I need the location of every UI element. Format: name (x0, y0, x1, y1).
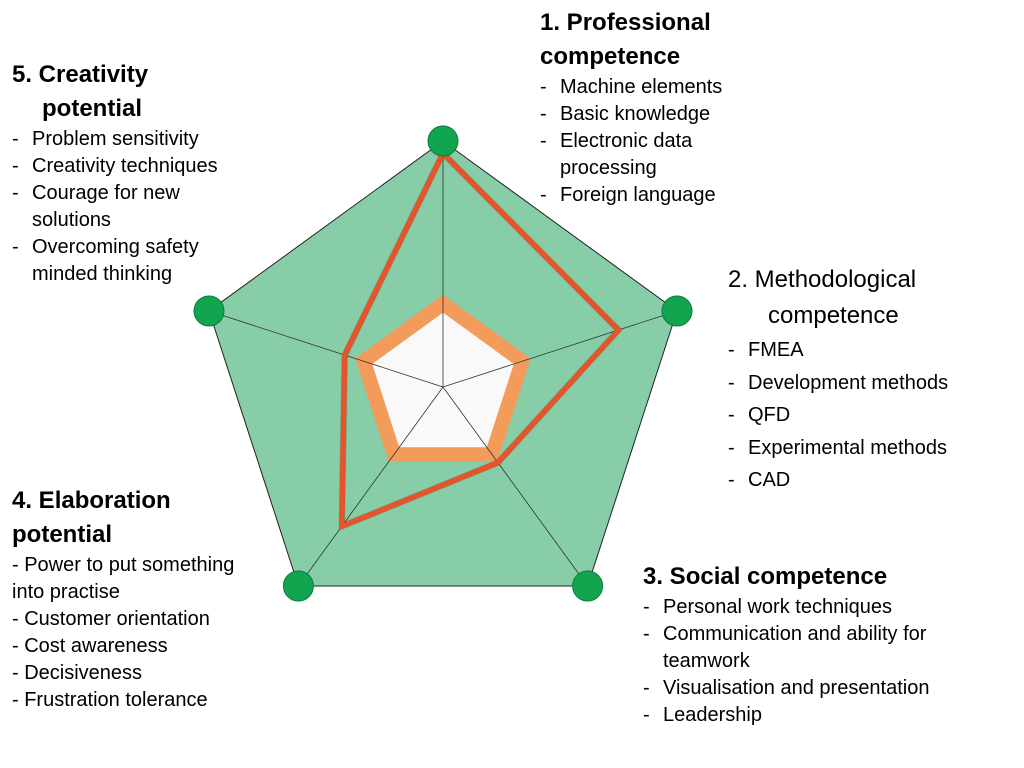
axis-nodes (193, 125, 693, 602)
axis-node (427, 125, 459, 157)
axis-label-methodological: 2. Methodological competence FMEA Develo… (728, 262, 1018, 497)
item-list: Personal work techniques Communication a… (643, 594, 983, 729)
list-item: Courage for new solutions (12, 180, 212, 234)
axis-spoke (442, 386, 588, 587)
axis-spoke (442, 310, 678, 388)
list-item: Electronic data processing (540, 128, 730, 182)
list-item: Personal work techniques (643, 594, 983, 621)
item-list: Problem sensitivity Creativity technique… (12, 126, 252, 288)
axis-node (661, 295, 693, 327)
item-list: Machine elements Basic knowledge Electro… (540, 74, 770, 209)
list-item: Creativity techniques (12, 153, 252, 180)
axis-spoke (208, 310, 444, 388)
axis-title: 5. Creativity potential (12, 58, 252, 126)
list-item: QFD (728, 399, 1018, 432)
axis-node (193, 295, 225, 327)
list-item: Foreign language (540, 182, 770, 209)
axis-spokes (208, 141, 678, 587)
list-item: - Customer orientation (12, 608, 210, 630)
list-item: Overcoming safety minded thinking (12, 234, 232, 288)
axis-title: 2. Methodological competence (728, 262, 1018, 334)
list-item: Visualisation and presentation (643, 675, 983, 702)
list-item: - Decisiveness (12, 662, 143, 684)
list-item: Leadership (643, 702, 983, 729)
list-item: CAD (728, 464, 1018, 497)
list-item: Development methods (728, 367, 1018, 400)
title-line: 1. Professional (540, 9, 711, 36)
list-item: - Frustration tolerance (12, 689, 208, 711)
axis-label-social: 3. Social competence Personal work techn… (643, 560, 983, 729)
axis-label-professional: 1. Professional competence Machine eleme… (540, 6, 770, 209)
axis-node (572, 570, 604, 602)
title-line: potential (42, 95, 142, 122)
list-item: - Cost awareness (12, 635, 168, 657)
axis-node (282, 570, 314, 602)
list-item: FMEA (728, 334, 1018, 367)
list-item: Communication and ability for teamwork (643, 621, 938, 675)
axis-label-elaboration: 4. Elaboration potential - Power to put … (12, 484, 267, 714)
item-list: FMEA Development methods QFD Experimenta… (728, 334, 1018, 497)
axis-title: 3. Social competence (643, 560, 983, 594)
title-line: 3. Social competence (643, 563, 888, 590)
list-item: Basic knowledge (540, 101, 770, 128)
competence-profile-line (339, 149, 622, 531)
list-item: Experimental methods (728, 432, 1018, 465)
axis-title: 1. Professional competence (540, 6, 770, 74)
title-line: 4. Elaboration (12, 487, 171, 514)
item-list: - Power to put something into practise -… (12, 552, 267, 714)
title-line: potential (12, 521, 112, 548)
list-item: Problem sensitivity (12, 126, 252, 153)
title-line: competence (768, 302, 899, 329)
axis-label-creativity: 5. Creativity potential Problem sensitiv… (12, 58, 252, 288)
title-line: 2. Methodological (728, 266, 917, 293)
title-line: 5. Creativity (12, 61, 149, 88)
axis-title: 4. Elaboration potential (12, 484, 267, 552)
list-item: - Power to put something into practise (12, 554, 235, 603)
title-line: competence (540, 43, 681, 70)
list-item: Machine elements (540, 74, 770, 101)
axis-spoke (298, 386, 444, 587)
